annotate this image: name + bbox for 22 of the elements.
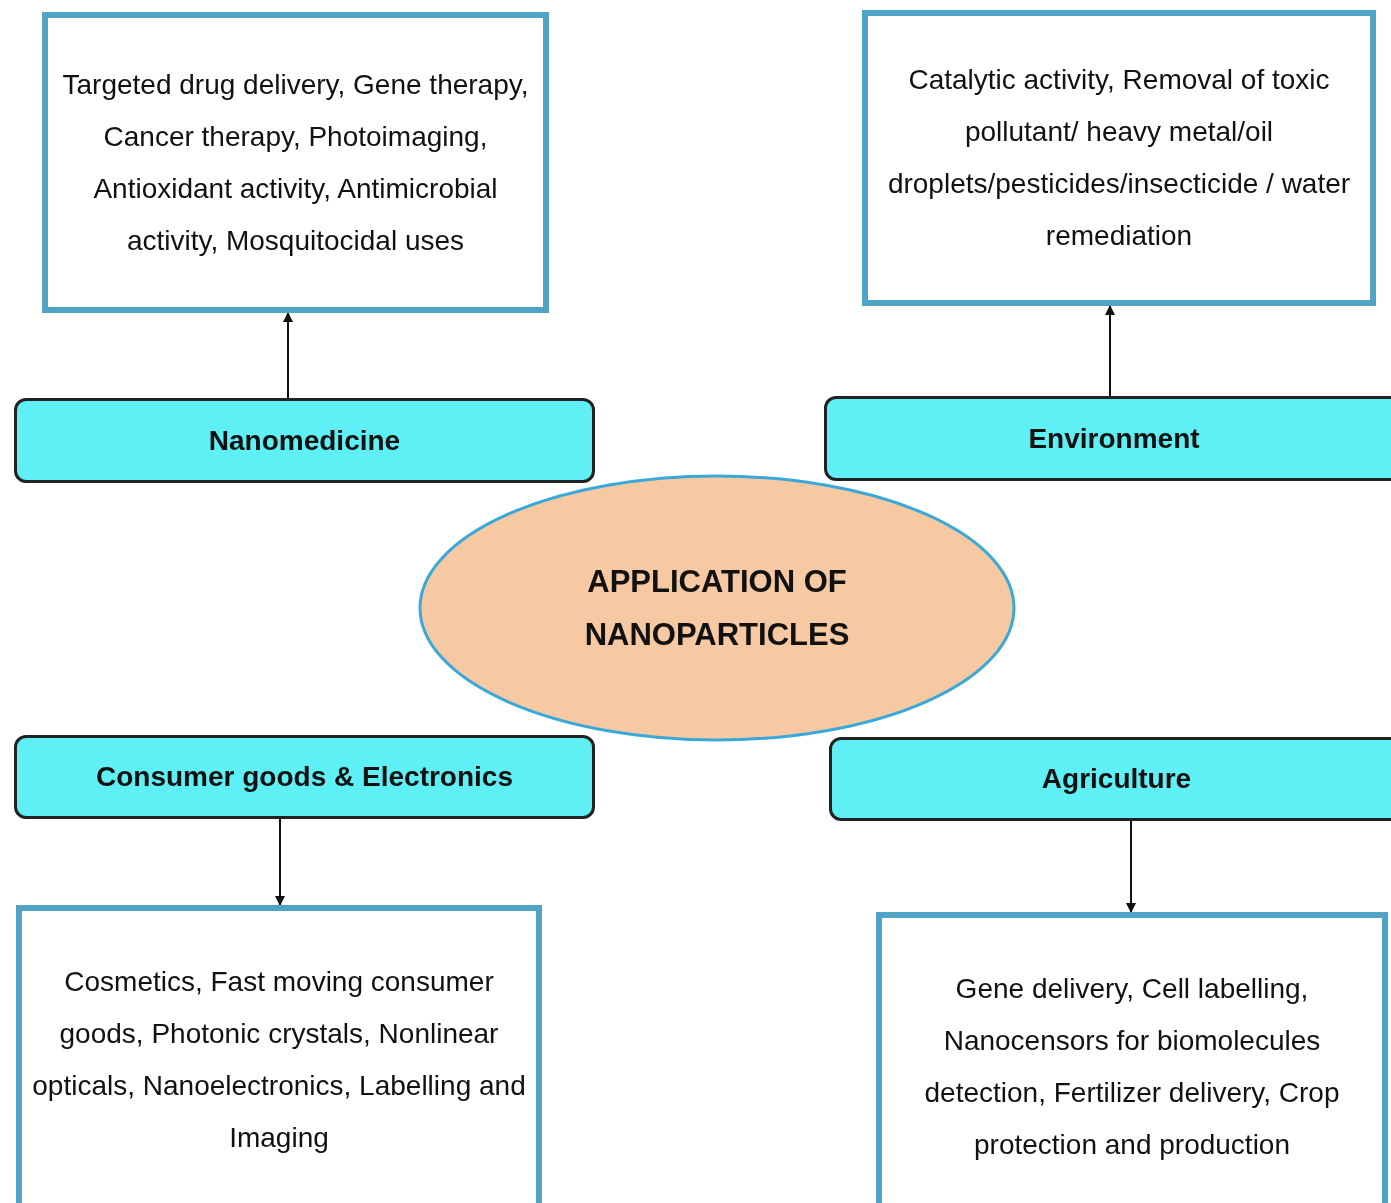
description-box [42, 12, 549, 313]
arrow [283, 312, 293, 399]
category-label: Consumer goods & Electronics [96, 761, 513, 793]
arrow [1105, 305, 1115, 397]
category-label: Agriculture [1041, 763, 1192, 795]
category-box [14, 398, 595, 483]
description-text: Cosmetics, Fast moving consumer goods, Photonic crystals, Nonlinear opticals, Nanoelectronics, Labelling and Imaging [32, 965, 526, 1155]
description-box [862, 10, 1376, 306]
category-box [14, 735, 595, 819]
arrow [1126, 820, 1136, 913]
center-ellipse [418, 474, 1016, 742]
arrow [275, 818, 285, 906]
description-text: Catalytic activity, Removal of toxic pollutant/ heavy metal/oil droplets/pesticides/insecticide / water remediation [886, 63, 1352, 253]
description-text: Gene delivery, Cell labelling, Nanocensors for biomolecules detection, Fertilizer delivery, Crop protection and production [923, 972, 1341, 1162]
description-box [16, 905, 542, 1203]
description-box [876, 912, 1388, 1203]
category-box [829, 737, 1391, 821]
description-text: Targeted drug delivery, Gene therapy, Cancer therapy, Photoimaging, Antioxidant activity, Antimicrobial activity, Mosquitocidal uses [61, 67, 530, 258]
center-title: APPLICATION OF NANOPARTICLES [583, 563, 851, 654]
category-label: Environment [1028, 422, 1200, 455]
category-label: Nanomedicine [208, 424, 401, 457]
category-box [824, 396, 1391, 481]
